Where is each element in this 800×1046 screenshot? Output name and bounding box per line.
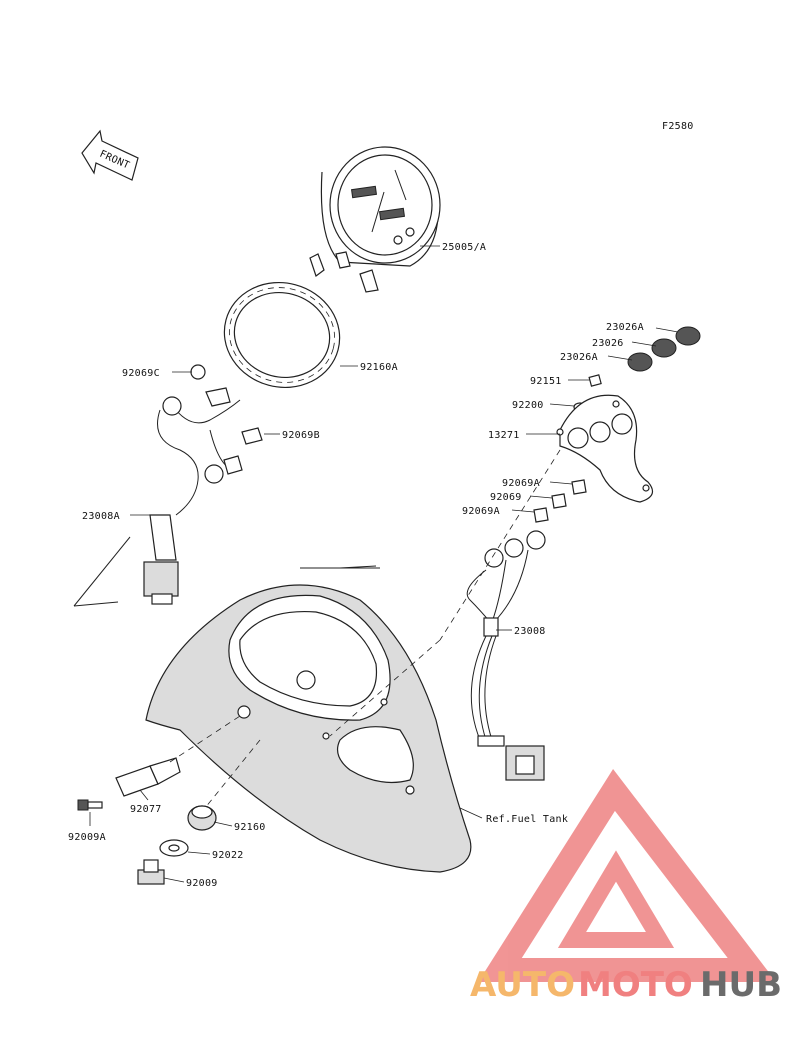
lenses-icon	[573, 326, 701, 412]
label-speedometer: 25005/A	[442, 242, 486, 253]
harness-left-icon	[73, 364, 243, 607]
label-bolt: 92009	[186, 878, 218, 889]
watermark-text-auto: AUTO	[470, 965, 575, 1005]
watermark-logo-icon	[478, 769, 777, 982]
label-screw-knob: 92009A	[68, 832, 106, 843]
label-lens: 23026	[592, 338, 624, 349]
figure-code: F2580	[662, 121, 694, 132]
bolt-icon	[137, 859, 165, 885]
label-fuel-tank-ref: Ref.Fuel Tank	[486, 814, 568, 825]
label-harness-left: 23008A	[82, 511, 120, 522]
watermark-text: AUTO MOTO HUB	[470, 965, 782, 1005]
label-screw-small: 92151	[530, 376, 562, 387]
washer-icon	[159, 839, 189, 857]
watermark-text-moto: MOTO	[578, 965, 693, 1005]
screw-knob-icon	[77, 799, 103, 811]
label-ring: 92160A	[360, 362, 398, 373]
label-lens-a-bottom: 23026A	[560, 352, 598, 363]
label-bracket: 13271	[488, 430, 520, 441]
bulb-mid-icon	[241, 427, 263, 445]
harness-right-icon	[466, 530, 546, 781]
label-washer: 92022	[212, 850, 244, 861]
bulbs-right-icon	[533, 479, 587, 523]
label-lens-a-top: 23026A	[606, 322, 644, 333]
label-bulb-mid: 92069B	[282, 430, 320, 441]
ring-icon	[223, 281, 341, 389]
label-washer-small: 92200	[512, 400, 544, 411]
label-knob: 92077	[130, 804, 162, 815]
label-bulb-left: 92069C	[122, 368, 160, 379]
bracket-icon	[556, 394, 654, 503]
front-arrow-icon: FRONT	[81, 129, 139, 181]
speedometer-icon	[309, 146, 441, 293]
watermark-text-hub: HUB	[700, 965, 782, 1005]
label-bulb-2: 92069	[490, 492, 522, 503]
label-bulb-a-1: 92069A	[502, 478, 540, 489]
label-harness-right: 23008	[514, 626, 546, 637]
knob-icon	[115, 757, 181, 797]
label-grommet: 92160	[234, 822, 266, 833]
fuel-tank-panel-icon	[145, 565, 472, 873]
label-bulb-a-2: 92069A	[462, 506, 500, 517]
grommet-icon	[187, 805, 217, 831]
